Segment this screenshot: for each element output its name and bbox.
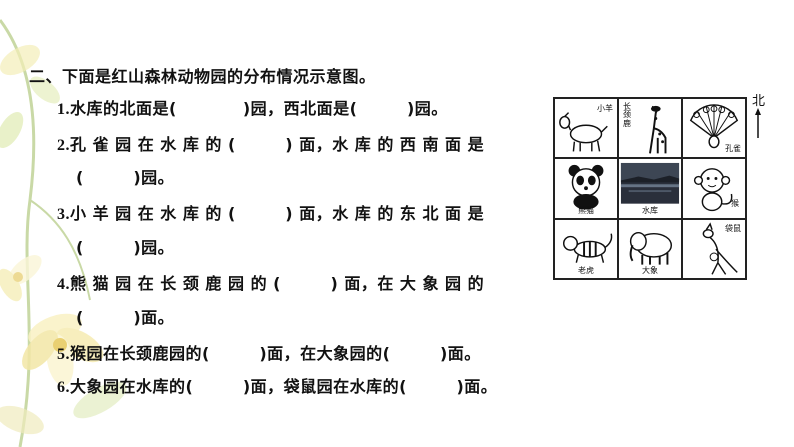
question-text: 大象园在水库的( )面，袋鼠园在水库的( )面。	[70, 377, 498, 396]
question-number: 1.	[57, 101, 70, 118]
question-text: ( )面。	[76, 308, 175, 327]
question-text: 熊 猫 园 在 长 颈 鹿 园 的 ( ) 面，在 大 象 园 的	[70, 274, 485, 293]
tiger-icon	[562, 233, 613, 263]
cell-label: 猴	[731, 198, 739, 208]
map-cell-panda: 熊猫	[554, 158, 618, 219]
question-number: 2.	[57, 137, 70, 154]
question-4: 4.熊 猫 园 在 长 颈 鹿 园 的 ( ) 面，在 大 象 园 的	[57, 270, 484, 294]
cell-label: 袋鼠	[725, 223, 741, 233]
map-cell-goat: 小羊	[554, 98, 618, 159]
giraffe-icon	[649, 105, 667, 154]
north-label: 北	[752, 94, 766, 109]
question-text: 水库的北面是( )园，西北面是( )园。	[70, 99, 448, 118]
elephant-icon	[629, 231, 673, 265]
question-4-cont: ( )面。	[76, 304, 174, 328]
monkey-icon	[693, 168, 733, 212]
question-text: 小 羊 园 在 水 库 的 ( ) 面，水 库 的 东 北 面 是	[70, 204, 485, 223]
question-3-cont: ( )园。	[76, 234, 174, 258]
kangaroo-icon	[702, 221, 738, 275]
cell-label: 水库	[642, 205, 658, 215]
panda-icon	[568, 165, 604, 210]
map-cell-kangaroo: 袋鼠	[682, 218, 746, 279]
question-text: 猴园在长颈鹿园的( )面，在大象园的( )面。	[70, 344, 481, 363]
peacock-icon	[689, 104, 739, 149]
question-text: ( )园。	[76, 168, 175, 187]
question-text: 孔 雀 园 在 水 库 的 ( ) 面，水 库 的 西 南 面 是	[70, 135, 485, 154]
cell-label: 孔雀	[725, 144, 741, 154]
reservoir-photo	[620, 163, 680, 204]
zoo-map: 小羊 长颈鹿 孔雀	[553, 97, 747, 280]
question-number: 6.	[57, 379, 70, 396]
map-cell-monkey: 猴	[682, 158, 746, 219]
question-2: 2.孔 雀 园 在 水 库 的 ( ) 面，水 库 的 西 南 面 是	[57, 131, 484, 155]
north-arrow-icon	[755, 108, 761, 138]
question-3: 3.小 羊 园 在 水 库 的 ( ) 面，水 库 的 东 北 面 是	[57, 200, 484, 224]
question-1: 1.水库的北面是( )园，西北面是( )园。	[57, 95, 448, 119]
cell-label: 长颈鹿	[623, 102, 631, 128]
cell-label: 老虎	[578, 265, 594, 275]
map-cell-peacock: 孔雀	[682, 98, 746, 159]
question-number: 5.	[57, 346, 70, 363]
question-number: 3.	[57, 206, 70, 223]
map-cell-elephant: 大象	[618, 218, 682, 279]
cell-label: 大象	[642, 265, 658, 275]
question-6: 6.大象园在水库的( )面，袋鼠园在水库的( )面。	[57, 373, 497, 397]
map-cell-giraffe: 长颈鹿	[618, 98, 682, 159]
cell-label: 熊猫	[578, 205, 594, 215]
question-2-cont: ( )园。	[76, 164, 174, 188]
flower-decoration	[0, 19, 127, 447]
map-cell-tiger: 老虎	[554, 218, 618, 279]
map-cell-reservoir: 水库	[618, 158, 682, 219]
section-title: 二、下面是红山森林动物园的分布情况示意图。	[29, 67, 376, 86]
goat-icon	[559, 112, 608, 152]
question-text: ( )园。	[76, 238, 175, 257]
question-5: 5.猴园在长颈鹿园的( )面，在大象园的( )面。	[57, 340, 481, 364]
question-number: 4.	[57, 276, 70, 293]
cell-label: 小羊	[597, 104, 613, 113]
